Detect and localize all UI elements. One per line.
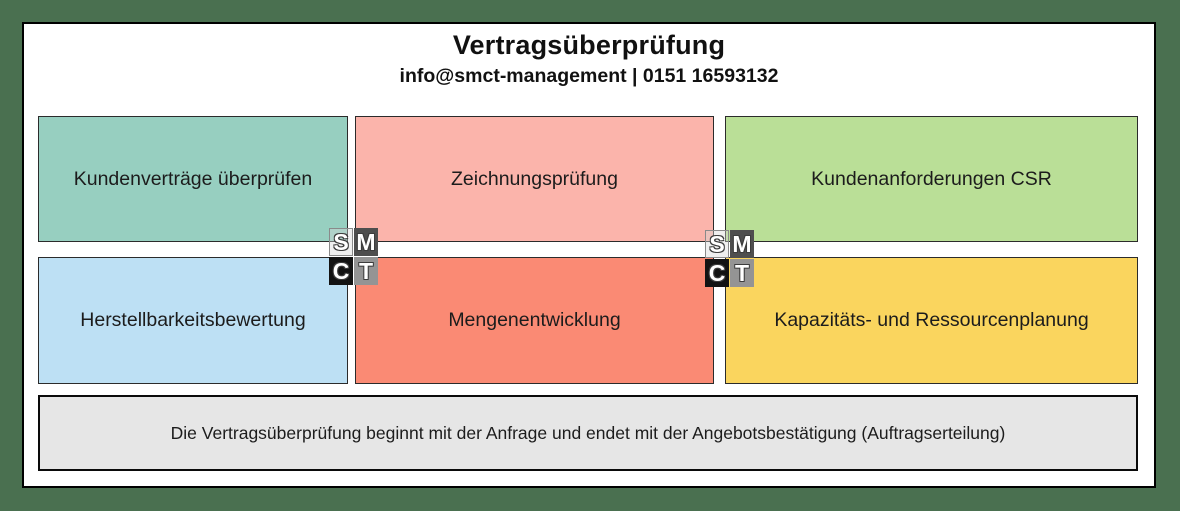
footer-note-bar: Die Vertragsüberprüfung beginnt mit der … [38,395,1138,471]
process-box-kapazitaetsplanung: Kapazitäts- und Ressourcenplanung [725,257,1138,384]
process-box-label: Kapazitäts- und Ressourcenplanung [774,309,1089,331]
process-box-kundenvertraege: Kundenverträge überprüfen [38,116,348,242]
smct-letter-m: M [354,228,378,256]
smct-letter-t: T [354,257,378,285]
smct-logo-watermark: S M C T [329,228,379,285]
footer-note-text: Die Vertragsüberprüfung beginnt mit der … [170,422,1006,443]
process-box-kundenanforderungen: Kundenanforderungen CSR [725,116,1138,242]
smct-letter-m: M [730,230,754,258]
smct-letter-t: T [730,259,754,287]
process-box-label: Zeichnungsprüfung [451,167,618,190]
process-box-herstellbarkeit: Herstellbarkeitsbewertung [38,257,348,384]
smct-letter-s: S [705,230,729,258]
page-title: Vertragsüberprüfung [452,30,726,60]
smct-logo-watermark: S M C T [705,230,755,287]
process-box-label: Herstellbarkeitsbewertung [80,309,306,331]
process-box-label: Mengenentwicklung [448,309,621,331]
process-box-mengenentwicklung: Mengenentwicklung [355,257,714,384]
contact-info: info@smct-management | 0151 16593132 [399,65,779,87]
diagram-panel: Vertragsüberprüfung info@smct-management… [22,22,1156,488]
process-box-label: Kundenverträge überprüfen [73,167,313,190]
process-box-label: Kundenanforderungen CSR [811,167,1052,190]
smct-letter-c: C [705,259,729,287]
smct-letter-c: C [329,257,353,285]
smct-letter-s: S [329,228,353,256]
process-box-zeichnungspruefung: Zeichnungsprüfung [355,116,714,242]
